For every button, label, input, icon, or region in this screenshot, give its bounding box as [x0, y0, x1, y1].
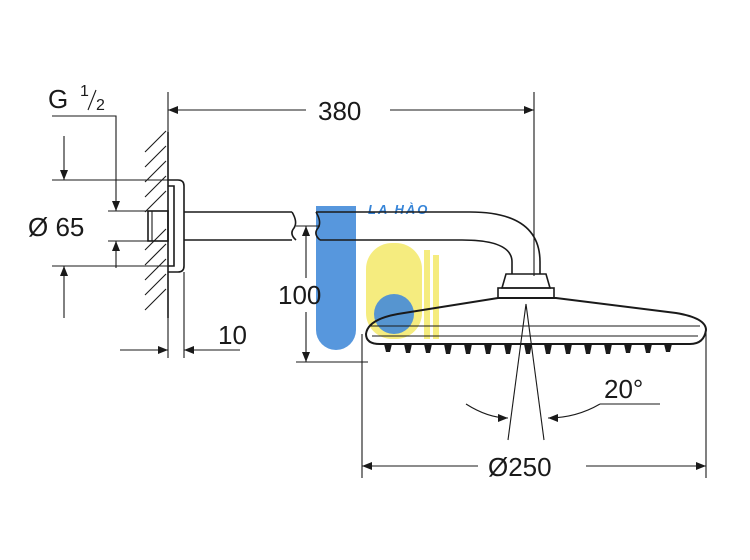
flange-diameter-label: Ø 65 — [28, 212, 84, 242]
height-label: 100 — [278, 280, 321, 310]
height-dimension: 100 — [278, 225, 368, 363]
head-diameter-label: Ø250 — [488, 452, 552, 482]
projection-dimension: 380 — [167, 92, 535, 276]
wall-flange — [147, 179, 185, 273]
wall-gap-dimension: 10 — [120, 272, 247, 358]
projection-label: 380 — [318, 96, 361, 126]
spray-angle-label: 20° — [604, 374, 643, 404]
watermark-blue-shape — [316, 206, 356, 350]
thread-label-denominator: 2 — [96, 97, 105, 114]
spray-nozzles — [384, 344, 672, 354]
wall-hatching — [144, 130, 167, 311]
shower-arm — [184, 211, 555, 299]
watermark-yellow-bar-2 — [424, 250, 430, 339]
head-diameter-dimension: Ø250 — [361, 330, 707, 482]
shower-head — [364, 297, 708, 354]
thread-dimension: G 1 2 — [48, 83, 148, 268]
watermark-yellow-bar-3 — [433, 255, 439, 339]
flange-diameter-dimension: Ø 65 — [28, 136, 168, 318]
watermark-text: LA HÀO — [368, 202, 429, 217]
thread-label-g: G — [48, 84, 68, 114]
thread-label-numerator: 1 — [80, 83, 89, 100]
spray-angle-dimension: 20° — [465, 303, 660, 441]
wall-gap-label: 10 — [218, 320, 247, 350]
watermark-logo: LA HÀO — [316, 202, 439, 350]
